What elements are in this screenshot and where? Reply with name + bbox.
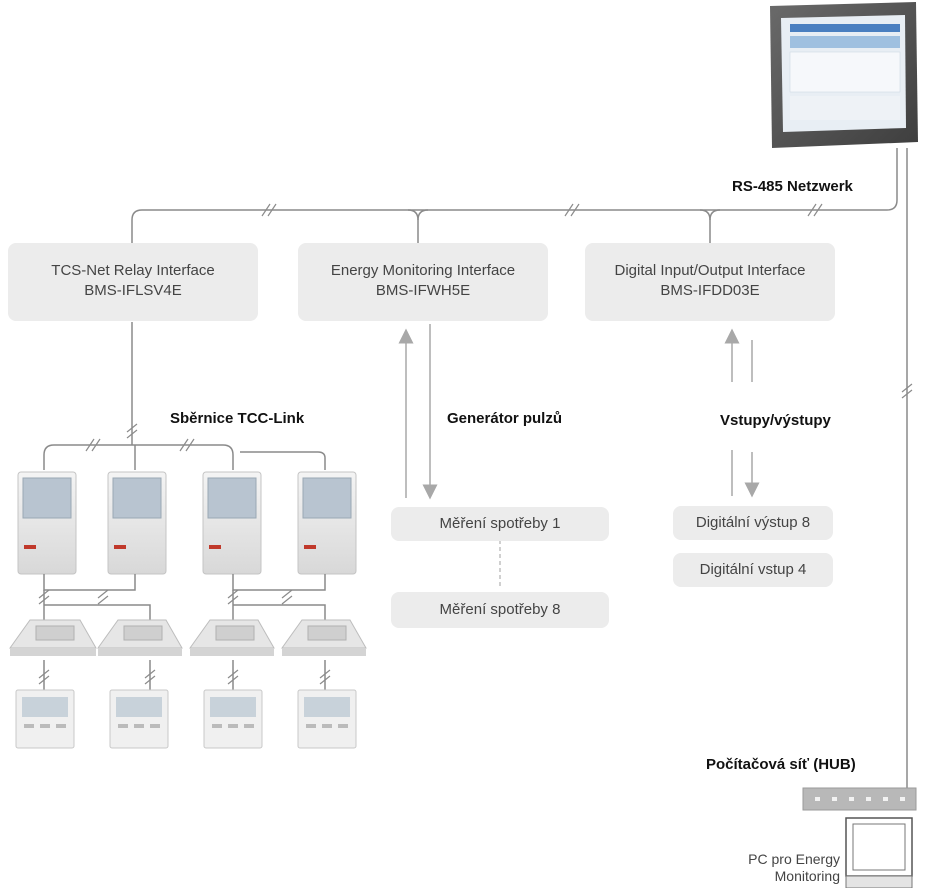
tcc-link-bus [43, 322, 326, 470]
interface-model: BMS-IFLSV4E [84, 282, 182, 299]
pc-label: PC pro Energy Monitoring [680, 851, 840, 885]
io-label: Vstupy/výstupy [720, 412, 831, 429]
outdoor-units [17, 471, 357, 575]
interface-name: Digital Input/Output Interface [614, 262, 806, 279]
interface-name: Energy Monitoring Interface [330, 262, 516, 279]
break-marks [126, 203, 913, 439]
rs485-label: RS-485 Netzwerk [732, 178, 853, 195]
pulse-generator-label: Generátor pulzů [447, 410, 563, 427]
indoor-bus [43, 574, 326, 690]
touch-screen-monitor [770, 2, 918, 148]
remote-controllers [15, 689, 357, 749]
interface-model: BMS-IFWH5E [375, 282, 471, 299]
pc-label-line2: Monitoring [774, 868, 840, 884]
rs485-bus [131, 148, 908, 790]
interface-model: BMS-IFDD03E [660, 282, 760, 299]
pc-label-line1: PC pro Energy [748, 851, 840, 867]
digital-input-4: Digitální vstup 4 [673, 553, 833, 587]
io-arrows [724, 328, 760, 498]
hub-label: Počítačová síť (HUB) [706, 756, 856, 773]
digital-output-8: Digitální výstup 8 [673, 506, 833, 540]
tcc-link-label: Sběrnice TCC-Link [170, 410, 305, 427]
pc-monitor-icon [845, 817, 913, 888]
tcc-break-marks [85, 438, 195, 452]
pulse-arrows [398, 324, 438, 500]
interface-tcs-net-relay: TCS-Net Relay Interface BMS-IFLSV4E [8, 243, 258, 321]
meter-1: Měření spotřeby 1 [391, 507, 609, 541]
interface-name: TCS-Net Relay Interface [51, 262, 215, 279]
interface-digital-io: Digital Input/Output Interface BMS-IFDD0… [585, 243, 835, 321]
indoor-break-marks [38, 589, 331, 685]
network-hub [802, 787, 917, 811]
interface-energy-monitoring: Energy Monitoring Interface BMS-IFWH5E [298, 243, 548, 321]
cassette-units [9, 619, 367, 656]
meter-8: Měření spotřeby 8 [391, 592, 609, 628]
